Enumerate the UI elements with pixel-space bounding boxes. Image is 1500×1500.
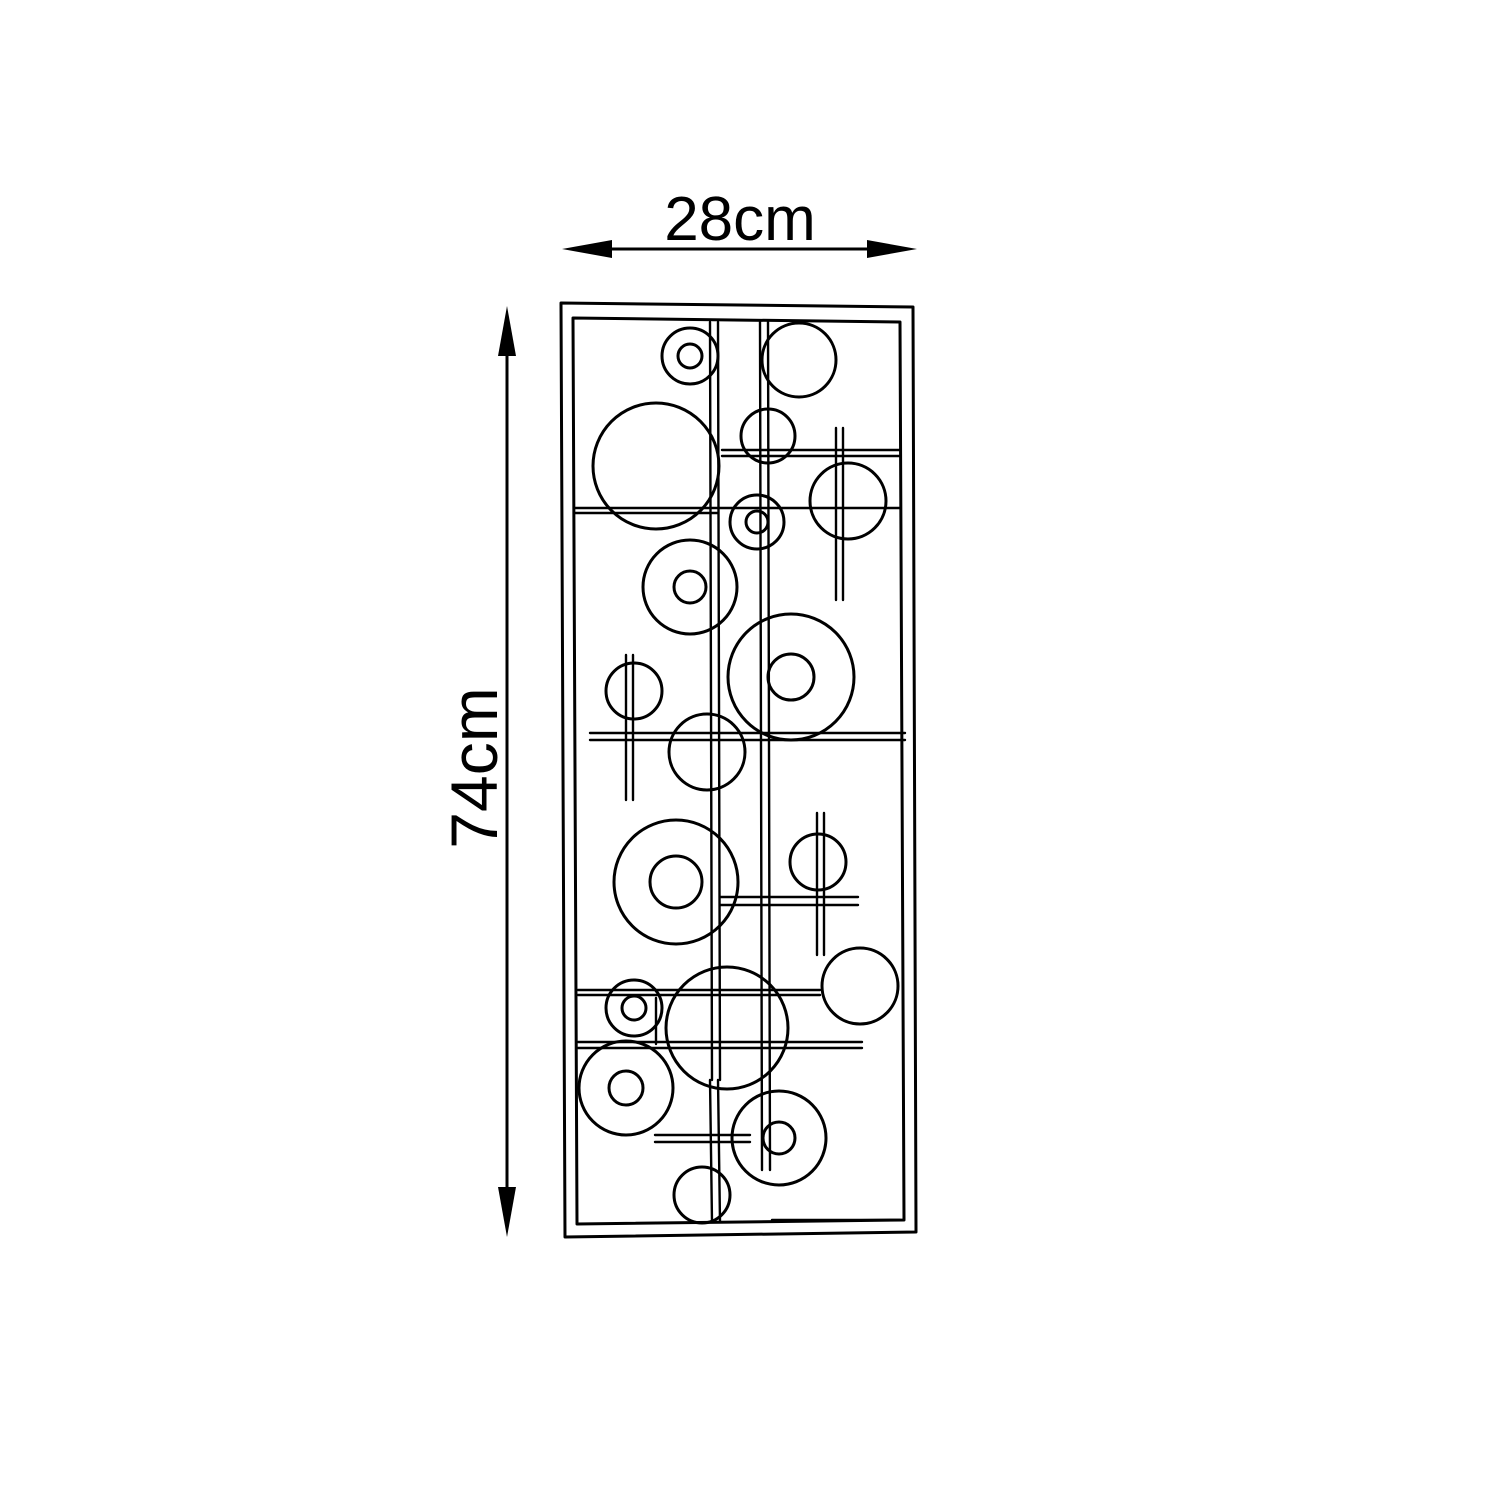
height-label: 74cm — [437, 687, 511, 848]
width-dimension: 28cm — [562, 185, 917, 258]
height-dimension: 74cm — [437, 306, 516, 1237]
wall-art-panel — [559, 301, 918, 1239]
width-label: 28cm — [664, 185, 816, 254]
width-arrow-right — [867, 240, 917, 258]
panel-outer-frame — [559, 301, 918, 1239]
decorative-circles — [577, 321, 900, 1225]
height-arrow-top — [498, 306, 516, 356]
height-arrow-bottom — [498, 1187, 516, 1237]
panel-inner-frame — [571, 316, 906, 1226]
width-arrow-left — [562, 240, 612, 258]
